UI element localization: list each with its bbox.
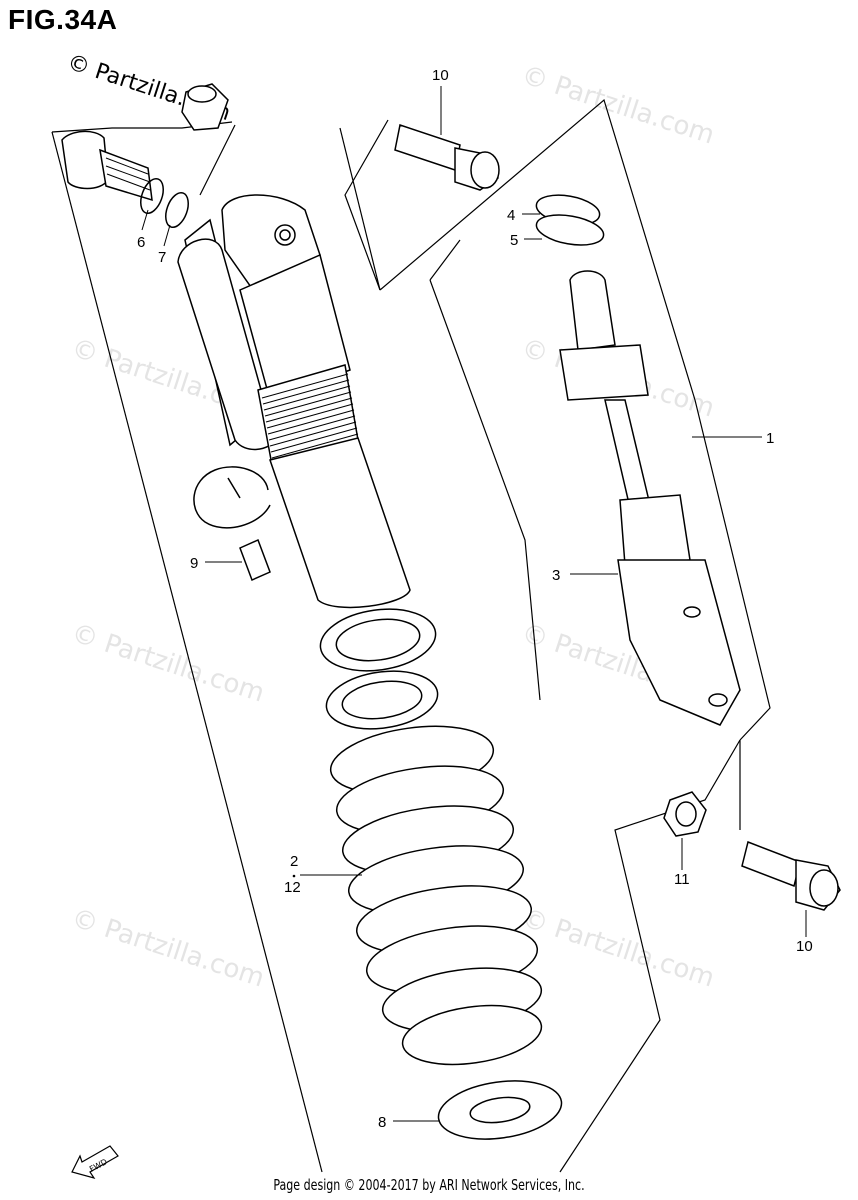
valve-cap — [239, 538, 271, 582]
shock-body — [61, 130, 411, 609]
callout-1: 1 — [766, 430, 774, 447]
watermark-text: © Partzilla.com — [518, 60, 718, 151]
watermark-text: © Partzilla.com — [518, 903, 718, 994]
nut-11 — [663, 791, 707, 837]
adjuster-rings — [319, 608, 439, 730]
collars — [535, 194, 605, 246]
group-frame — [51, 98, 771, 1173]
damper-rod — [559, 270, 691, 566]
top-nut — [181, 83, 229, 131]
watermark-text: © Partzilla.com — [68, 903, 268, 994]
snap-ring — [193, 466, 271, 529]
callout-2: 2 — [290, 853, 298, 870]
bolt-bottom — [741, 840, 841, 911]
callout-9: 9 — [190, 555, 198, 572]
callout-4: 4 — [507, 207, 515, 224]
clevis — [617, 559, 741, 726]
coil-spring — [329, 725, 543, 1066]
thread-lines — [105, 157, 359, 459]
callout-10-top: 10 — [432, 67, 449, 84]
callout-dot — [292, 874, 296, 878]
callout-3: 3 — [552, 567, 560, 584]
callout-8: 8 — [378, 1114, 386, 1131]
callouts: 10 4 5 6 7 1 9 3 2 12 11 10 8 — [137, 67, 813, 1131]
spring-seat — [437, 1080, 563, 1140]
o-rings — [140, 177, 189, 229]
fwd-arrow-icon: FWD — [71, 1145, 119, 1180]
page-footer: Page design © 2004-2017 by ARI Network S… — [273, 1176, 585, 1194]
callout-5: 5 — [510, 232, 518, 249]
callout-10-bottom: 10 — [796, 938, 813, 955]
callout-7: 7 — [158, 249, 166, 266]
callout-12: 12 — [284, 879, 301, 896]
figure-title: FIG.34A — [8, 4, 118, 35]
watermark-text: © Partzilla.com — [68, 618, 268, 709]
callout-11: 11 — [674, 871, 690, 888]
bolt-top — [394, 124, 500, 191]
leader-lines — [141, 86, 807, 1122]
callout-6: 6 — [137, 234, 145, 251]
